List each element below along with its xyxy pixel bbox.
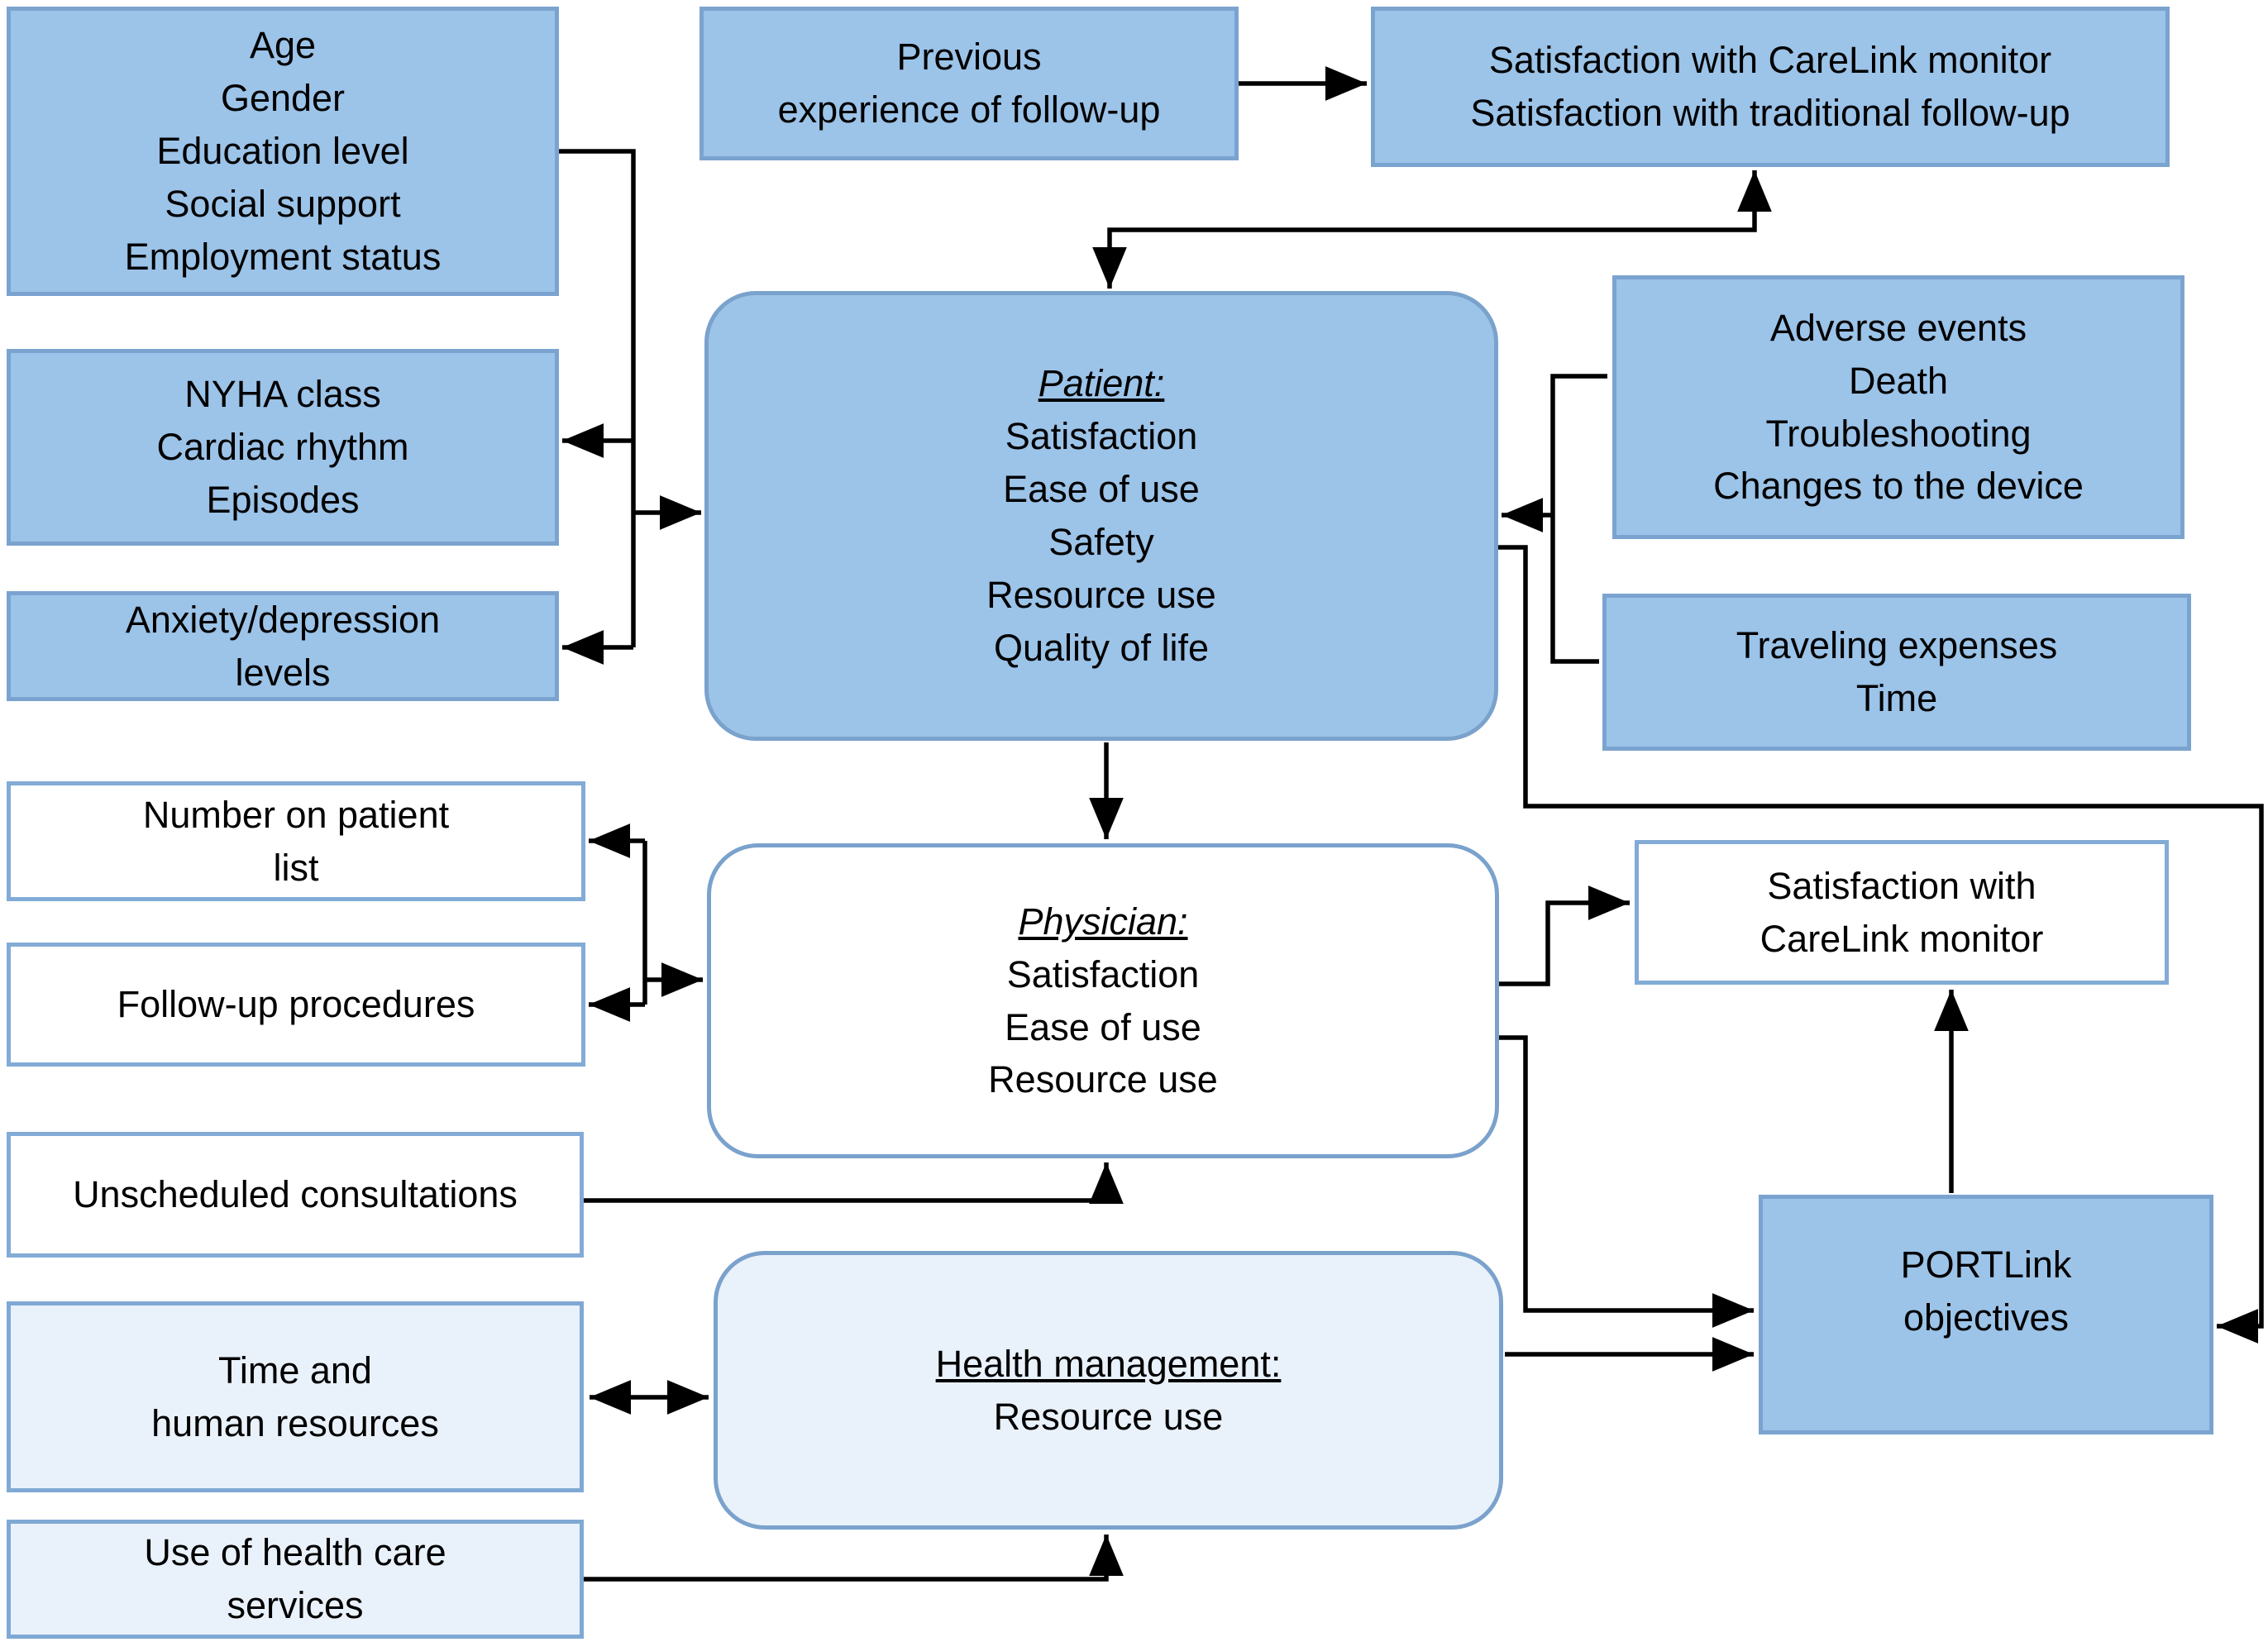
node-time-human-resources: Time and human resources (7, 1301, 584, 1492)
node-text-line: Changes to the device (1713, 465, 2084, 508)
node-health-care-services: Use of health care services (7, 1520, 584, 1639)
node-text-line: Traveling expenses (1736, 624, 2058, 667)
edge-adverse-traveling-to-patient (1502, 374, 1607, 664)
node-text-line: Satisfaction (1006, 952, 1200, 995)
node-text-line: Gender (220, 77, 346, 120)
node-patient-list: Number on patient list (7, 781, 585, 901)
node-health-management: Health management: Resource use (714, 1251, 1503, 1530)
node-satisfaction-followup: Satisfaction with CareLink monitor Satis… (1371, 7, 2170, 167)
node-text-line: Safety (1048, 521, 1154, 563)
edge-services-to-healthmgmt (584, 1535, 1124, 1582)
node-text-line: Time (1855, 677, 1938, 719)
edge-unscheduled-to-physician (584, 1162, 1124, 1204)
node-text-line: Troubleshooting (1765, 412, 2032, 455)
node-title: Patient: (1038, 362, 1165, 405)
node-text-line: experience of follow-up (777, 88, 1161, 131)
node-traveling-expenses: Traveling expenses Time (1602, 594, 2191, 751)
edge-physician-to-satisfaction-carelink (1499, 885, 1630, 986)
node-text-line: Unscheduled consultations (73, 1173, 518, 1216)
node-anxiety-depression: Anxiety/depression levels (7, 591, 559, 701)
node-physician: Physician: Satisfaction Ease of use Reso… (707, 843, 1499, 1158)
node-text-line: objectives (1903, 1296, 2070, 1339)
node-title: Health management: (935, 1342, 1282, 1385)
node-previous-experience: Previous experience of follow-up (699, 7, 1239, 160)
node-text-line: Resource use (993, 1395, 1224, 1438)
node-text-line: Employment status (124, 235, 442, 278)
node-text-line: CareLink monitor (1759, 917, 2044, 960)
node-text-line: Anxiety/depression (125, 598, 441, 641)
edge-physician-hub (589, 823, 703, 1022)
node-text-line: Resource use (988, 1058, 1218, 1101)
node-text-line: Satisfaction with (1767, 864, 2036, 907)
node-text-line: list (273, 846, 319, 889)
node-text-line: NYHA class (184, 373, 381, 416)
node-text-line: Follow-up procedures (117, 983, 475, 1026)
node-unscheduled-consultations: Unscheduled consultations (7, 1132, 584, 1258)
node-text-line: Time and (218, 1348, 372, 1391)
edge-patient-satisfaction-double (1092, 170, 1772, 289)
node-patient: Patient: Satisfaction Ease of use Safety… (704, 291, 1498, 741)
node-text-line: Quality of life (993, 626, 1210, 669)
node-text-line: Use of health care (144, 1531, 446, 1574)
node-demographics: Age Gender Education level Social suppor… (7, 7, 559, 296)
node-text-line: Ease of use (1003, 468, 1200, 511)
edge-demographics-hub (559, 149, 701, 665)
node-adverse-events: Adverse events Death Troubleshooting Cha… (1612, 275, 2184, 539)
node-followup-procedures: Follow-up procedures (7, 943, 585, 1067)
node-text-line: services (227, 1584, 364, 1626)
node-text-line: Death (1848, 359, 1949, 402)
node-text-line: Satisfaction with traditional follow-up (1470, 92, 2070, 134)
node-portlink: PORTLink objectives (1759, 1195, 2213, 1434)
node-title: Physician: (1018, 900, 1188, 943)
node-text-line: Number on patient (142, 793, 450, 836)
node-text-line: Ease of use (1005, 1005, 1201, 1048)
node-nyha: NYHA class Cardiac rhythm Episodes (7, 349, 559, 546)
node-text-line: Satisfaction with CareLink monitor (1488, 39, 2052, 82)
node-text-line: Age (249, 24, 317, 67)
node-text-line: human resources (151, 1401, 439, 1444)
node-text-line: PORTLink (1900, 1243, 2072, 1286)
node-text-line: levels (235, 651, 331, 694)
node-text-line: Cardiac rhythm (156, 426, 409, 469)
node-text-line: Episodes (206, 478, 360, 521)
node-text-line: Adverse events (1769, 306, 2027, 349)
node-text-line: Satisfaction (1005, 415, 1198, 458)
node-text-line: Education level (156, 130, 409, 173)
edge-physician-to-portlink (1499, 1035, 1754, 1328)
node-text-line: Resource use (986, 573, 1216, 616)
node-text-line: Social support (165, 182, 401, 225)
node-text-line: Previous (896, 36, 1042, 79)
node-satisfaction-carelink: Satisfaction with CareLink monitor (1635, 840, 2169, 985)
